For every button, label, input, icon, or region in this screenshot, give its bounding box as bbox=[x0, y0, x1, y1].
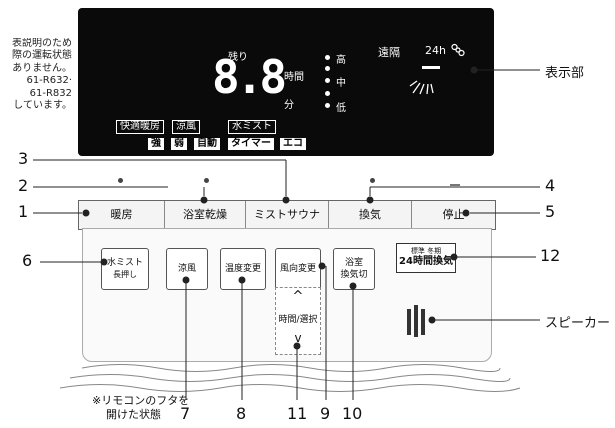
ventilation-button[interactable]: 換気 bbox=[329, 201, 412, 229]
status-comfort-heating: 快適暖房 bbox=[116, 120, 164, 134]
speed-dot bbox=[325, 55, 330, 60]
display-screen bbox=[78, 8, 494, 156]
status-strong: 強 bbox=[148, 138, 164, 150]
speaker-label: スピーカー bbox=[545, 316, 611, 331]
footnote-line: 開けた状態 bbox=[106, 408, 161, 421]
speed-dot bbox=[325, 66, 330, 71]
24h-ventilation-label: 24時間換気 bbox=[399, 256, 453, 267]
callout-9: 9 bbox=[320, 404, 331, 423]
callout-2: 2 bbox=[18, 176, 29, 195]
heating-label: 暖房 bbox=[110, 208, 133, 221]
note-line: 際の運転状態 bbox=[12, 50, 72, 62]
ventilation-label: 換気 bbox=[359, 208, 381, 221]
ventilation-off-label: 換気切 bbox=[340, 270, 368, 280]
wind-direction-label: 風向変更 bbox=[279, 264, 316, 274]
speed-dot bbox=[325, 103, 330, 108]
minute-unit: 分 bbox=[284, 100, 294, 111]
stop-button[interactable]: 停止 bbox=[412, 201, 495, 229]
status-auto: 自動 bbox=[194, 138, 220, 150]
water-mist-label: 水ミスト bbox=[106, 258, 143, 268]
callout-10: 10 bbox=[342, 404, 363, 423]
indicator-lamp bbox=[118, 178, 123, 183]
callout-4: 4 bbox=[545, 176, 556, 195]
callout-3: 3 bbox=[18, 149, 29, 168]
callout-8: 8 bbox=[236, 404, 247, 423]
speed-dot bbox=[325, 78, 330, 83]
remaining-label: 残り bbox=[228, 52, 248, 63]
callout-11: 11 bbox=[287, 404, 308, 423]
louver-icon bbox=[408, 66, 444, 102]
indicator-lamp bbox=[370, 178, 375, 183]
note-line: しています。 bbox=[13, 99, 72, 111]
speaker-grille-icon bbox=[407, 305, 427, 341]
mist-sauna-button[interactable]: ミストサウナ bbox=[246, 201, 329, 229]
footnote: ※リモコンのフタを 開けた状態 bbox=[92, 394, 189, 422]
stop-label: 停止 bbox=[442, 208, 465, 221]
callout-7: 7 bbox=[180, 404, 191, 423]
note-line: 61-R632· bbox=[26, 75, 72, 87]
status-water-mist: 水ミスト bbox=[228, 120, 276, 134]
bath-drying-button[interactable]: 浴室乾燥 bbox=[165, 201, 246, 229]
up-arrow-icon[interactable]: ^ bbox=[292, 289, 304, 304]
callout-6: 6 bbox=[22, 251, 33, 270]
note-line: ありません。 bbox=[12, 62, 72, 74]
time-digits: 8.8 bbox=[212, 50, 287, 104]
note-line: 61-R832 bbox=[29, 87, 72, 99]
status-weak: 弱 bbox=[171, 138, 187, 150]
footnote-line: ※リモコンのフタを bbox=[92, 394, 190, 407]
remote-label: 遠隔 bbox=[378, 46, 400, 59]
ventilation-24h-label: 24h bbox=[425, 44, 446, 57]
time-select-label: 時間/選択 bbox=[278, 315, 318, 325]
status-eco: エコ bbox=[280, 138, 306, 150]
status-cool-breeze: 涼風 bbox=[172, 120, 200, 134]
water-mist-button[interactable]: 水ミスト 長押し bbox=[101, 248, 149, 290]
status-timer: タイマー bbox=[228, 138, 274, 150]
indicator-lamp bbox=[204, 178, 209, 183]
note-line: 表説明のため bbox=[12, 38, 72, 49]
long-press-label: 長押し bbox=[113, 270, 137, 279]
bath-label: 浴室 bbox=[344, 258, 363, 268]
fan-icon bbox=[451, 42, 465, 61]
mist-sauna-label: ミストサウナ bbox=[254, 208, 320, 221]
temperature-change-button[interactable]: 温度変更 bbox=[220, 248, 266, 290]
callout-12: 12 bbox=[540, 246, 561, 265]
bath-drying-label: 浴室乾燥 bbox=[183, 208, 227, 221]
temperature-change-label: 温度変更 bbox=[224, 264, 261, 274]
indicator-lamp bbox=[450, 184, 460, 186]
heating-button[interactable]: 暖房 bbox=[79, 201, 165, 229]
speed-dot bbox=[325, 91, 330, 96]
speed-low: 低 bbox=[336, 103, 346, 114]
left-note: 表説明のため 際の運転状態 ありません。 61-R632· 61-R832 して… bbox=[0, 38, 72, 112]
speed-mid: 中 bbox=[336, 78, 346, 89]
speed-high: 高 bbox=[336, 55, 346, 66]
cool-breeze-button[interactable]: 涼風 bbox=[166, 248, 208, 290]
down-arrow-icon[interactable]: v bbox=[294, 331, 302, 345]
callout-1: 1 bbox=[18, 202, 29, 221]
standard-winter-label: 標準 冬期 bbox=[410, 247, 442, 255]
callout-5: 5 bbox=[545, 202, 556, 221]
cool-breeze-label: 涼風 bbox=[177, 264, 196, 274]
display-section-label: 表示部 bbox=[545, 66, 585, 81]
hour-unit: 時間 bbox=[284, 72, 304, 83]
